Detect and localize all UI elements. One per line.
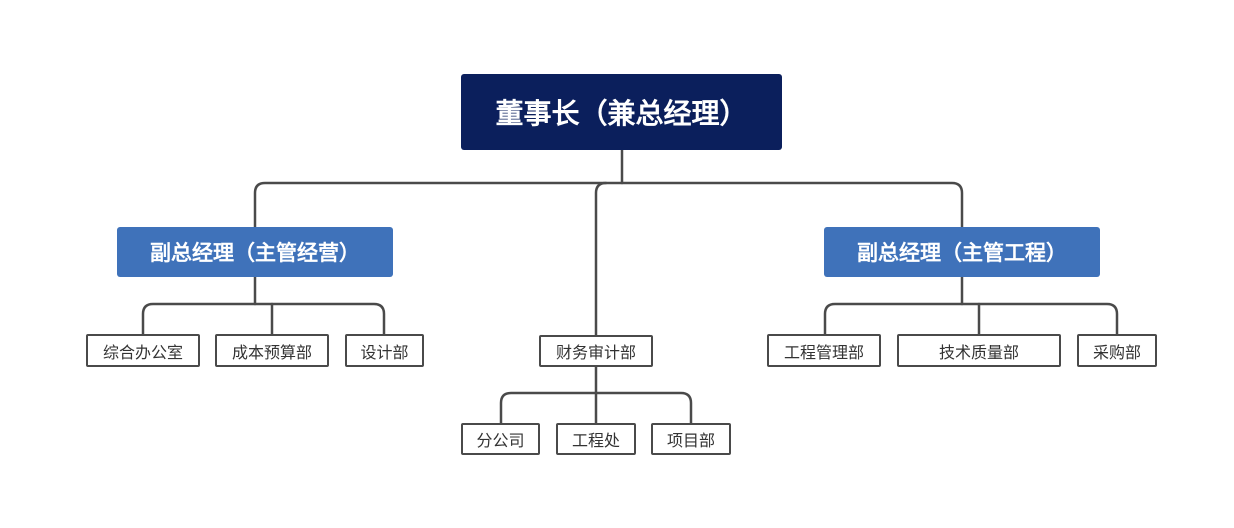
node-chairman: 董事长（兼总经理） bbox=[461, 74, 782, 150]
node-vp-operations: 副总经理（主管经营） bbox=[117, 227, 393, 277]
node-general-office: 综合办公室 bbox=[86, 334, 200, 367]
node-engineering-management-label: 工程管理部 bbox=[783, 342, 864, 362]
node-finance-audit-label: 财务审计部 bbox=[555, 343, 636, 362]
node-vp-engineering: 副总经理（主管工程） bbox=[824, 227, 1100, 277]
node-engineering-office-label: 工程处 bbox=[571, 431, 620, 450]
node-branch-company-label: 分公司 bbox=[476, 431, 525, 450]
node-finance-audit: 财务审计部 bbox=[539, 335, 653, 367]
node-procurement-label: 采购部 bbox=[1092, 342, 1141, 362]
node-design-label: 设计部 bbox=[360, 342, 409, 362]
node-vp-operations-label: 副总经理（主管经营） bbox=[150, 241, 360, 265]
node-tech-quality: 技术质量部 bbox=[897, 334, 1061, 367]
node-cost-budget-label: 成本预算部 bbox=[231, 342, 312, 362]
node-engineering-office: 工程处 bbox=[556, 423, 636, 455]
node-procurement: 采购部 bbox=[1077, 334, 1157, 367]
connector-level1-bus bbox=[253, 181, 964, 229]
node-vp-engineering-label: 副总经理（主管工程） bbox=[857, 241, 1067, 265]
node-project-dept: 项目部 bbox=[651, 423, 731, 455]
node-branch-company: 分公司 bbox=[461, 423, 540, 455]
connector-eng-bus bbox=[823, 302, 1119, 336]
connector-ops-bus bbox=[141, 302, 386, 336]
node-cost-budget: 成本预算部 bbox=[215, 334, 329, 367]
node-general-office-label: 综合办公室 bbox=[102, 342, 183, 362]
node-tech-quality-label: 技术质量部 bbox=[938, 342, 1019, 362]
node-engineering-management: 工程管理部 bbox=[767, 334, 881, 367]
node-design: 设计部 bbox=[345, 334, 424, 367]
connector-to-finance bbox=[594, 181, 608, 337]
node-project-dept-label: 项目部 bbox=[666, 431, 715, 450]
node-chairman-label: 董事长（兼总经理） bbox=[495, 97, 748, 130]
